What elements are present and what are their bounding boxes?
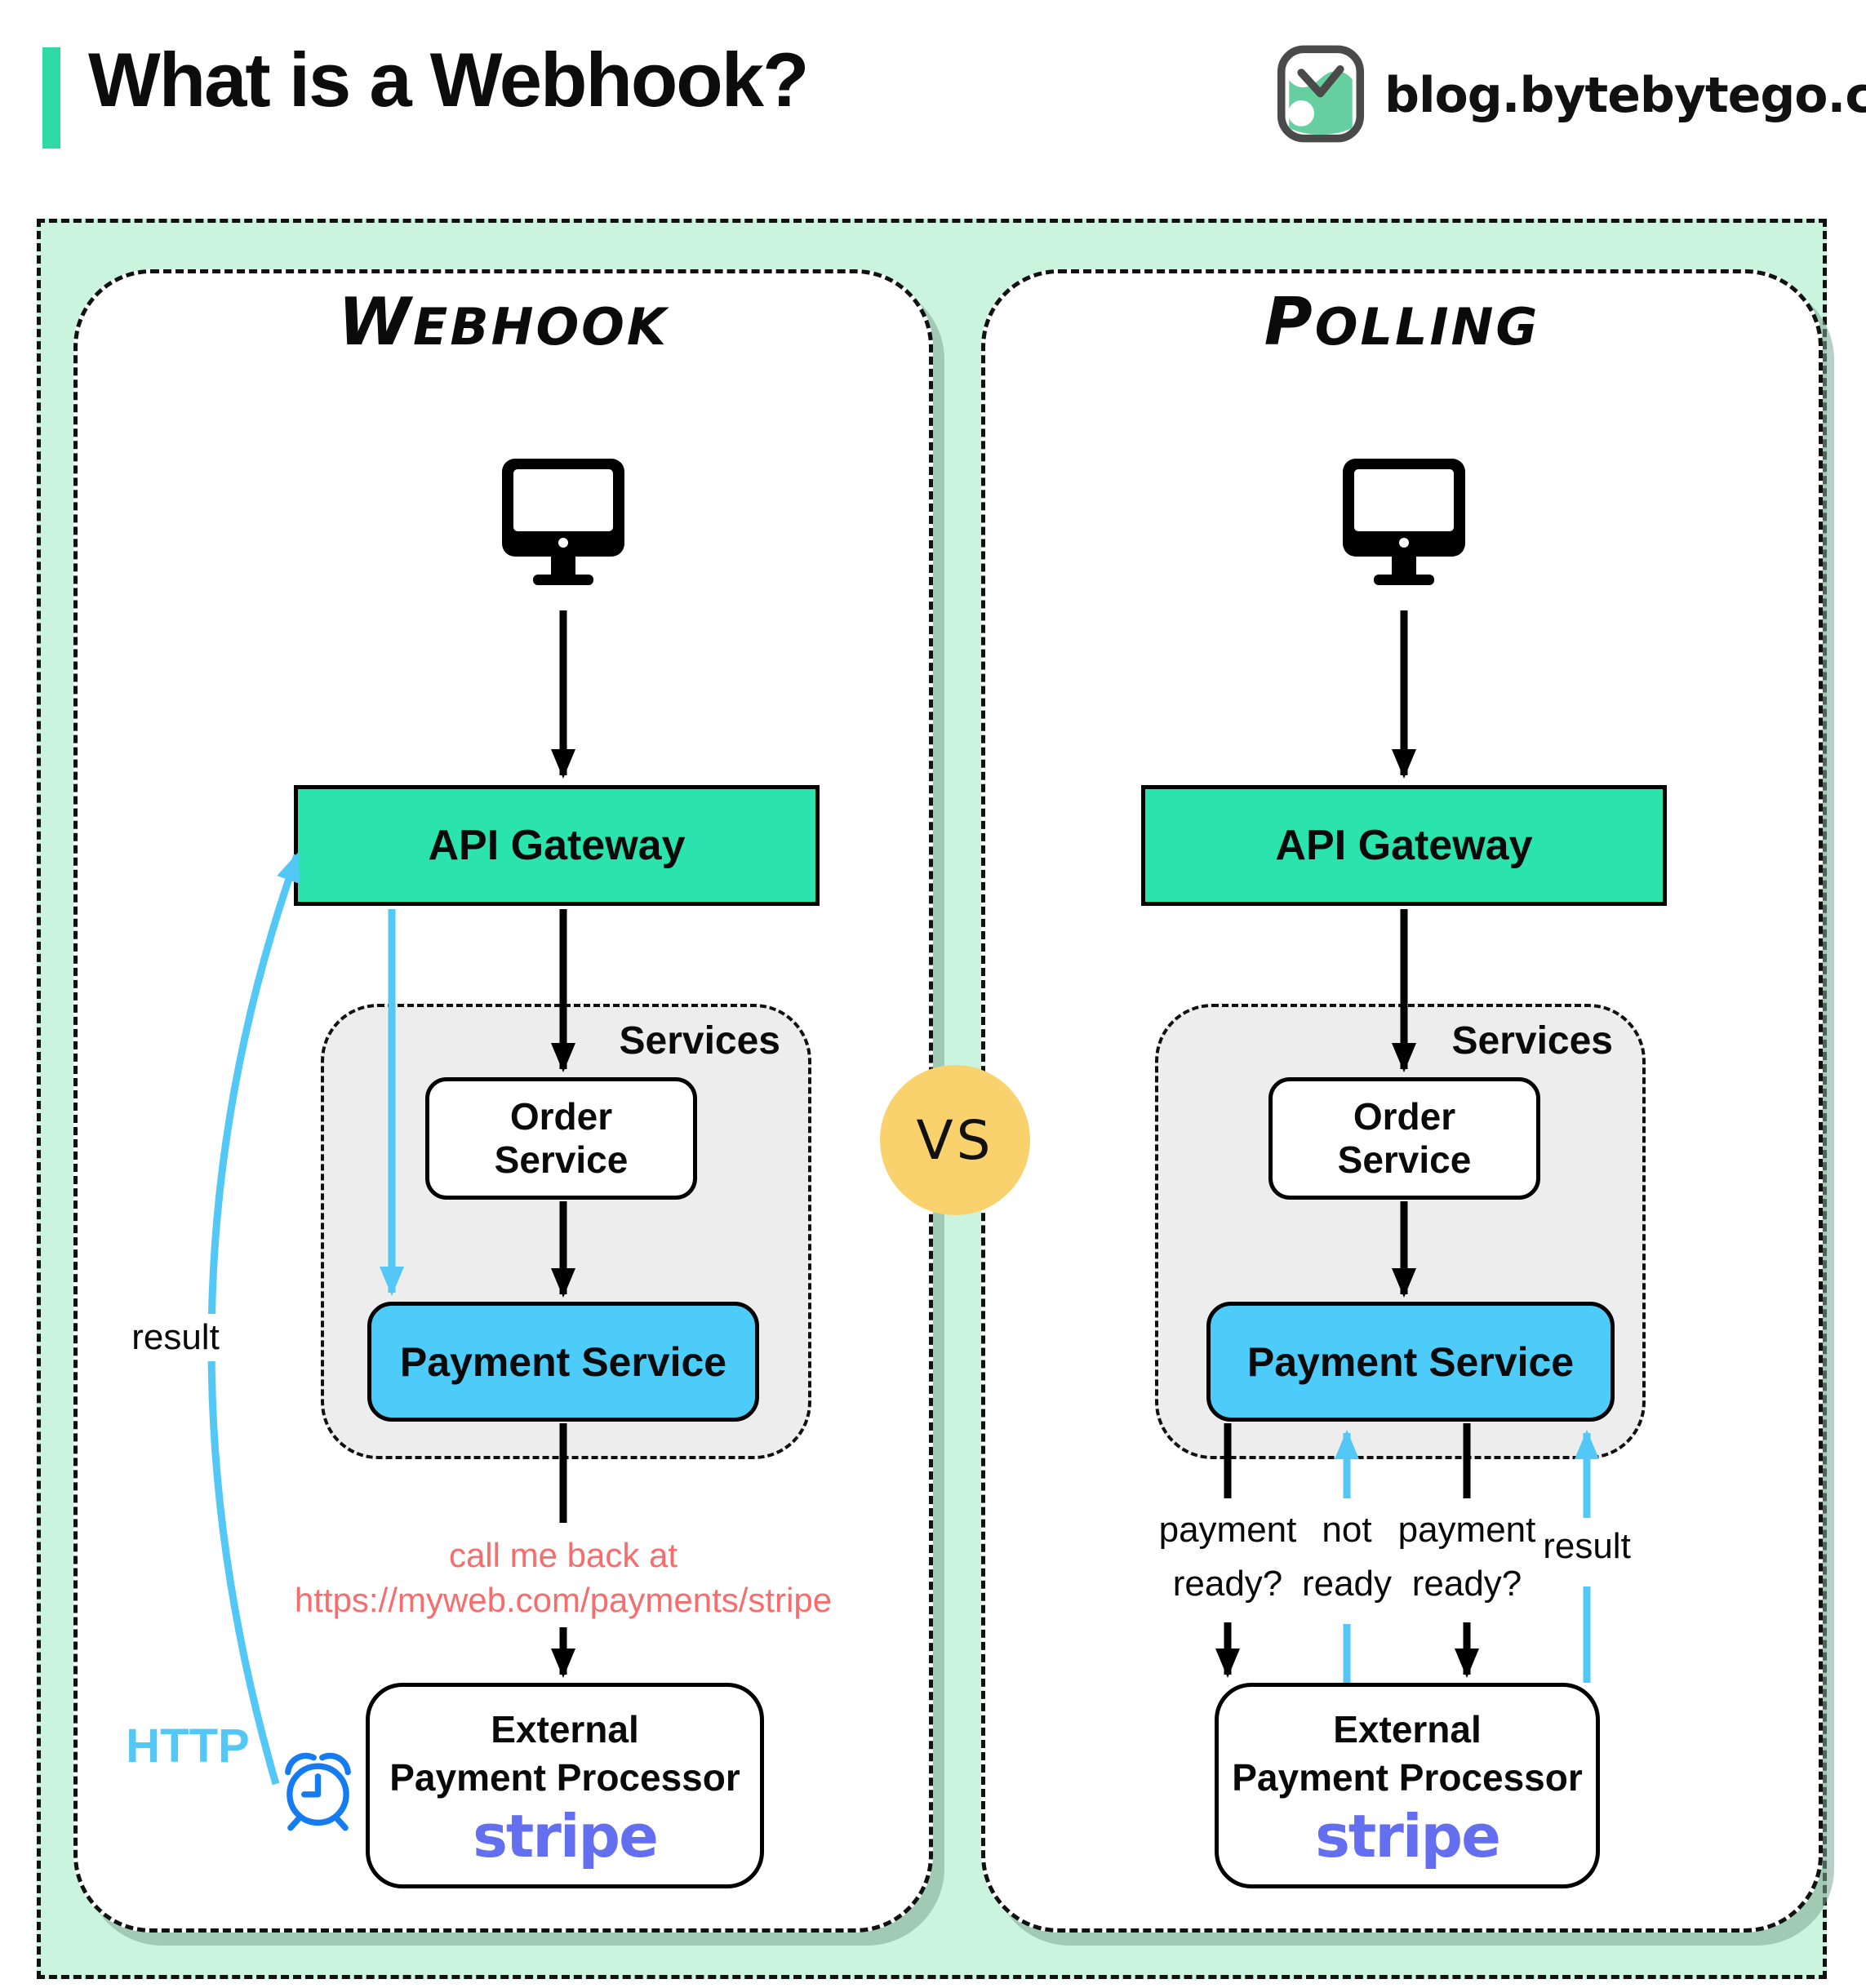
vs-badge: VS (880, 1065, 1030, 1215)
callback-note-line1: call me back at (448, 1536, 678, 1574)
order-service-line2: Service (1337, 1138, 1472, 1181)
external-line1: External (1333, 1708, 1482, 1751)
query1-line1: payment (1158, 1510, 1297, 1550)
external-line2: Payment Processor (1232, 1756, 1583, 1799)
api-gateway-box-polling: API Gateway (1141, 785, 1667, 906)
stripe-logo: stripe (473, 1801, 659, 1870)
query2-line1: payment (1397, 1510, 1536, 1550)
api-gateway-label: API Gateway (1275, 822, 1533, 869)
api-gateway-box-webhook: API Gateway (294, 785, 820, 906)
page-title: What is a Webhook? (88, 37, 809, 122)
external-line2: Payment Processor (389, 1756, 740, 1799)
external-processor-box-webhook: External Payment Processor stripe (366, 1683, 764, 1888)
webhook-services-label: Services (619, 1019, 780, 1063)
title-accent-bar (42, 47, 60, 149)
payment-service-label: Payment Service (399, 1338, 727, 1385)
alarm-clock-icon (278, 1746, 359, 1836)
payment-service-box-webhook: Payment Service (367, 1302, 759, 1422)
polling-panel-title: Polling (1264, 284, 1540, 361)
polling-result-label: result (1543, 1526, 1631, 1566)
polling-services-label: Services (1451, 1019, 1613, 1063)
query2-line2: ready? (1411, 1564, 1522, 1604)
order-service-box-polling: Order Service (1268, 1077, 1540, 1200)
api-gateway-label: API Gateway (428, 822, 686, 869)
client-computer-icon-webhook (502, 459, 624, 592)
bytebytego-owl-icon (1275, 44, 1366, 148)
stripe-logo: stripe (1315, 1801, 1501, 1870)
order-service-box-webhook: Order Service (425, 1077, 697, 1200)
logo: blog.bytebytego.com (1275, 42, 1866, 149)
order-service-line1: Order (509, 1095, 613, 1138)
polling-notready-label: not ready (1273, 1503, 1420, 1611)
notready-line1: not (1322, 1510, 1372, 1550)
callback-note-url: https://myweb.com/payments/stripe (294, 1581, 833, 1620)
query1-line2: ready? (1172, 1564, 1283, 1604)
webhook-panel-title: Webhook (338, 284, 669, 361)
payment-service-label: Payment Service (1246, 1338, 1575, 1385)
order-service-line1: Order (1353, 1095, 1456, 1138)
client-computer-icon-polling (1343, 459, 1465, 592)
webhook-result-label: result (106, 1314, 245, 1361)
polling-query1-label: payment ready? (1146, 1503, 1309, 1611)
callback-note: call me back at https://myweb.com/paymen… (278, 1533, 849, 1623)
polling-query2-label: payment ready? (1385, 1503, 1548, 1611)
webhook-http-label: HTTP (126, 1720, 250, 1773)
notready-line2: ready (1301, 1564, 1393, 1604)
order-service-line2: Service (494, 1138, 629, 1181)
logo-text: blog.bytebytego.com (1384, 67, 1866, 124)
payment-service-box-polling: Payment Service (1206, 1302, 1615, 1422)
external-processor-box-polling: External Payment Processor stripe (1215, 1683, 1600, 1888)
external-line1: External (491, 1708, 639, 1751)
